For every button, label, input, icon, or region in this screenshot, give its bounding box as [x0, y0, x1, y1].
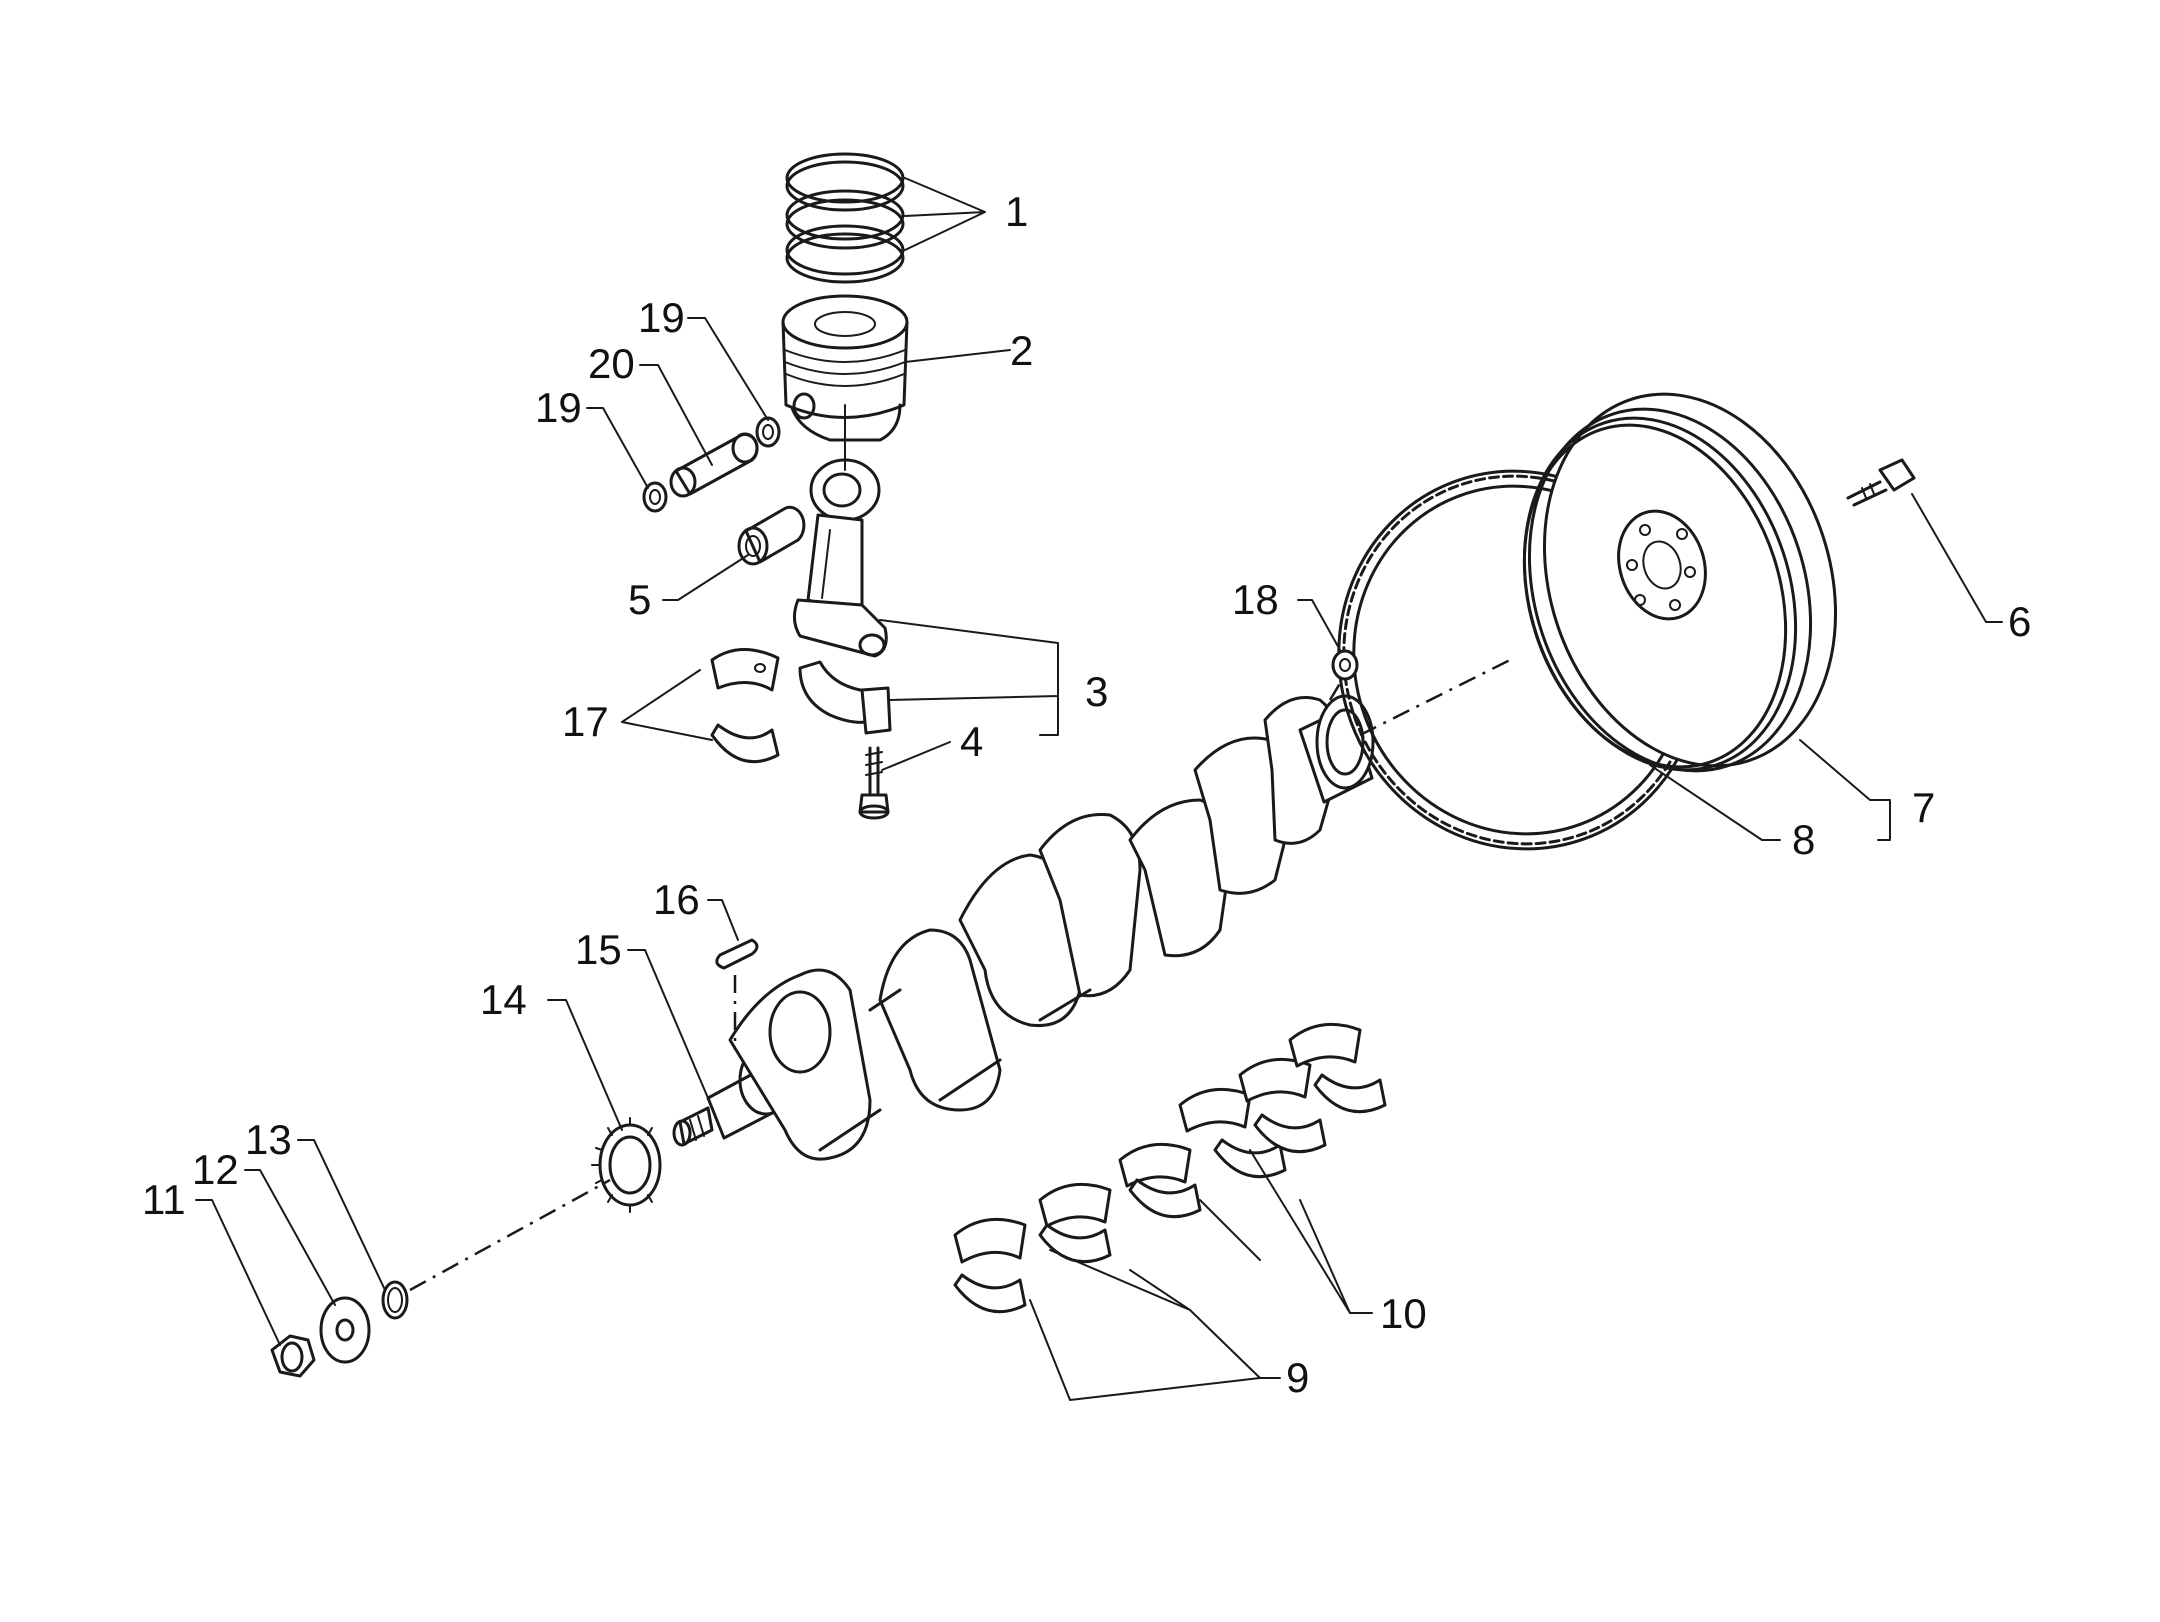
label-2: 2 — [1010, 327, 1033, 374]
label-4: 4 — [960, 718, 983, 765]
label-15: 15 — [575, 926, 622, 973]
leader-lines — [195, 177, 2003, 1401]
crankshaft-nut — [270, 1334, 316, 1378]
dowel-pin — [1331, 649, 1359, 681]
o-ring — [381, 1280, 409, 1320]
flywheel-bolt — [1846, 458, 1916, 507]
label-5: 5 — [628, 576, 651, 623]
label-19-left: 19 — [535, 384, 582, 431]
circlip-left — [642, 481, 668, 513]
label-18: 18 — [1232, 576, 1279, 623]
circlip-right — [755, 416, 781, 448]
woodruff-key — [715, 938, 759, 970]
label-12: 12 — [192, 1146, 239, 1193]
label-19-right: 19 — [638, 294, 685, 341]
piston-pin — [669, 432, 759, 498]
timing-gear — [591, 1117, 662, 1213]
main-bearing-shells — [953, 1022, 1387, 1314]
label-7: 7 — [1912, 784, 1935, 831]
conrod-bearing-shell-upper — [710, 648, 780, 692]
label-3: 3 — [1085, 668, 1108, 715]
label-13: 13 — [245, 1116, 292, 1163]
piston-rings — [785, 152, 905, 284]
label-16: 16 — [653, 876, 700, 923]
label-9: 9 — [1286, 1354, 1309, 1401]
label-20: 20 — [588, 340, 635, 387]
conrod-bearing-shell-lower — [710, 723, 780, 764]
connecting-rod — [793, 458, 888, 658]
small-end-bushing — [737, 505, 806, 566]
rod-bolt — [858, 746, 890, 820]
label-10: 10 — [1380, 1290, 1427, 1337]
rod-cap — [798, 660, 892, 735]
label-17: 17 — [562, 698, 609, 745]
label-8: 8 — [1792, 816, 1815, 863]
crankshaft — [672, 694, 1375, 1161]
part-labels: 1 2 19 20 19 5 3 4 17 18 6 7 8 9 10 11 1… — [142, 188, 2031, 1401]
label-1: 1 — [1005, 188, 1028, 235]
assembly-lines — [409, 404, 1511, 1292]
thrust-washer — [319, 1296, 371, 1364]
flywheel — [1522, 392, 1838, 773]
label-11: 11 — [142, 1176, 186, 1223]
label-14: 14 — [480, 976, 527, 1023]
label-6: 6 — [2008, 598, 2031, 645]
